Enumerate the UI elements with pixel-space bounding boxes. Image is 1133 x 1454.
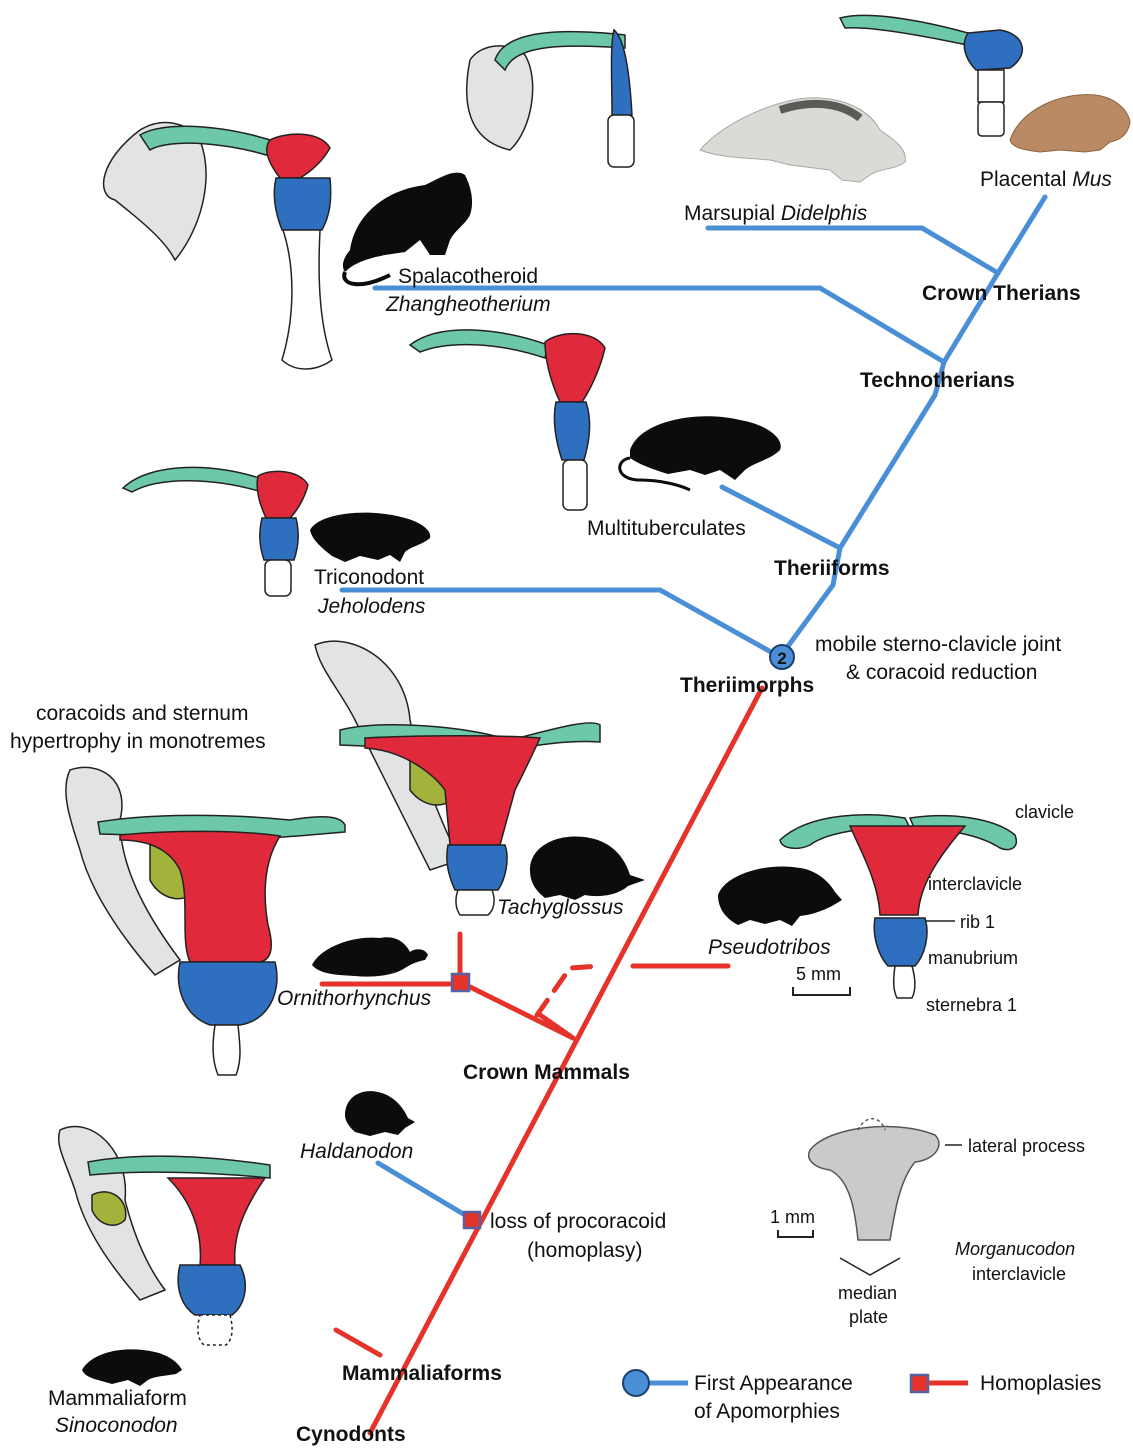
label-spalacotheroid: Spalacotheroid [398, 265, 538, 288]
branch-pseudotribos-dashed [537, 966, 600, 1015]
anat-median: median [838, 1283, 897, 1303]
anat-interclavicle: interclavicle [928, 874, 1022, 894]
haldanodon-silhouette [345, 1091, 415, 1136]
shoulder-girdle-ornithorhynchus [66, 767, 345, 1075]
label-jeholodens: Jeholodens [317, 595, 426, 618]
homoplasy-marker-procoracoid [464, 1212, 480, 1228]
branch-haldanodon [378, 1163, 470, 1218]
pointer-median-plate [840, 1258, 900, 1275]
label-sinoconodon: Sinoconodon [55, 1414, 178, 1437]
scale-1mm-label: 1 mm [770, 1207, 815, 1227]
anat-rib1: rib 1 [960, 912, 995, 932]
label-haldanodon: Haldanodon [300, 1140, 413, 1163]
didelphis-photo [700, 98, 905, 182]
branch-didelphis [708, 228, 998, 273]
scale-5mm-label: 5 mm [796, 964, 841, 984]
label-theriimorphs: Theriimorphs [680, 674, 814, 697]
node-2-number: 2 [777, 649, 786, 668]
label-crown-therians: Crown Therians [922, 282, 1081, 305]
label-theriiforms: Theriiforms [774, 557, 890, 580]
annotation-procoracoid-1: loss of procoracoid [490, 1210, 666, 1233]
label-marsupial-didelphis: Marsupial Didelphis [684, 202, 868, 225]
scale-bar-1mm [778, 1230, 813, 1237]
legend-homoplasies-square [911, 1375, 928, 1392]
anat-morganucodon-interclavicle: interclavicle [972, 1264, 1066, 1284]
legend-first-appearance-1: First Appearance [694, 1372, 853, 1395]
label-pseudotribos: Pseudotribos [708, 936, 831, 959]
multituberculate-silhouette [620, 416, 781, 490]
legend: First Appearance of Apomorphies Homoplas… [623, 1370, 1101, 1423]
homoplasy-marker-monotremes [452, 974, 469, 991]
label-zhangheotherium: Zhangheotherium [385, 293, 551, 316]
label-triconodont: Triconodont [314, 566, 424, 589]
morganucodon-interclavicle-specimen [809, 1119, 939, 1240]
label-mammaliaform: Mammaliaform [48, 1387, 187, 1410]
shoulder-girdle-multituberculates [410, 330, 605, 510]
pseudotribos-silhouette [718, 867, 842, 926]
legend-first-appearance-2: of Apomorphies [694, 1400, 840, 1423]
label-ornithorhynchus: Ornithorhynchus [277, 987, 432, 1010]
label-mammaliaforms: Mammaliaforms [342, 1362, 502, 1385]
legend-first-appearance-circle [623, 1370, 649, 1396]
mus-photo [1010, 95, 1130, 152]
tachyglossus-silhouette [530, 837, 645, 900]
label-technotherians: Technotherians [860, 369, 1015, 392]
annotation-mobile-joint-2: & coracoid reduction [846, 661, 1037, 684]
legend-homoplasies: Homoplasies [980, 1372, 1101, 1395]
annotation-mobile-joint-1: mobile sterno-clavicle joint [815, 633, 1061, 656]
anat-manubrium: manubrium [928, 948, 1018, 968]
annotation-procoracoid-2: (homoplasy) [527, 1239, 643, 1262]
scale-bar-5mm [793, 987, 850, 995]
anat-clavicle: clavicle [1015, 802, 1074, 822]
shoulder-girdle-sinoconodon [59, 1126, 270, 1345]
ornithorhynchus-silhouette [312, 937, 428, 976]
annotation-monotremes-2: hypertrophy in monotremes [10, 730, 266, 753]
branch-mus [998, 197, 1045, 273]
label-crown-mammals: Crown Mammals [463, 1061, 630, 1084]
branch-sinoconodon [336, 1330, 380, 1355]
shoulder-girdle-zhangheotherium [104, 123, 332, 369]
jeholodens-silhouette [310, 513, 430, 562]
sinoconodon-silhouette [82, 1349, 182, 1386]
anat-sternebra: sternebra 1 [926, 995, 1017, 1015]
label-placental-mus: Placental Mus [980, 168, 1112, 191]
blue-branches [342, 197, 1045, 1218]
anat-plate: plate [849, 1307, 888, 1327]
label-tachyglossus: Tachyglossus [497, 896, 624, 919]
annotation-monotremes-1: coracoids and sternum [36, 702, 248, 725]
label-multituberculates: Multituberculates [587, 517, 746, 540]
anat-lateral-process: lateral process [968, 1136, 1085, 1156]
shoulder-girdle-top-center [467, 30, 634, 167]
anat-morganucodon: Morganucodon [955, 1239, 1075, 1259]
label-cynodonts: Cynodonts [296, 1423, 406, 1446]
shoulder-girdle-jeholodens [123, 467, 308, 596]
